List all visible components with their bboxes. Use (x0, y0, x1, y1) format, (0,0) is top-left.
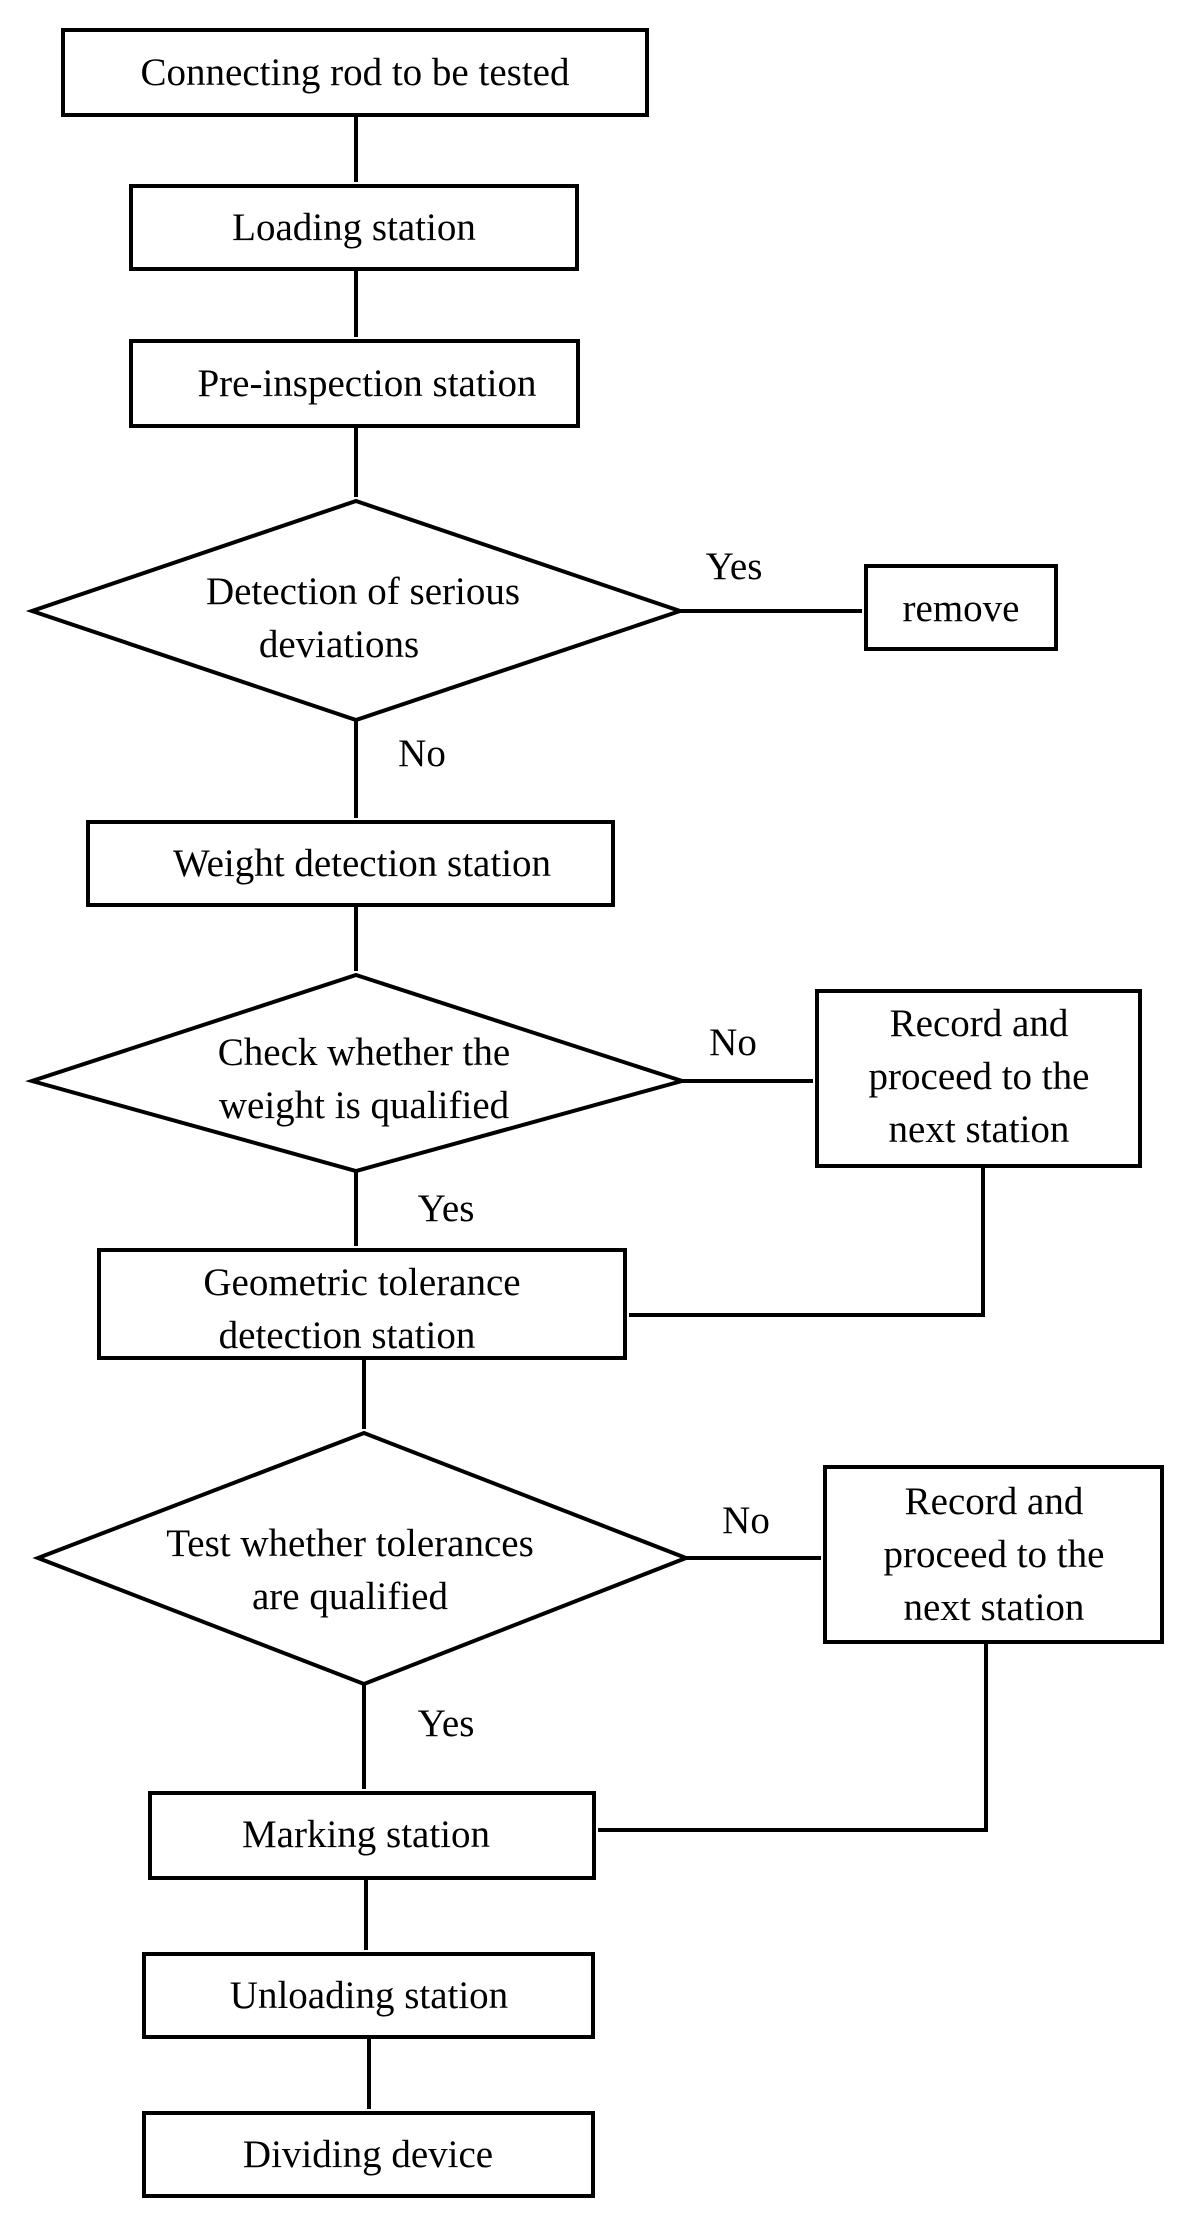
node-dividing-label: Dividing device (243, 2133, 493, 2176)
node-preinspection-label: Pre-inspection station (197, 362, 536, 405)
node-remove: remove (864, 564, 1058, 651)
node-record-1: Record and proceed to the next station (815, 989, 1142, 1168)
edge-label-d3-yes: Yes (418, 1702, 475, 1745)
decision-weight-qualified: Check whether the weight is qualified (25, 972, 689, 1174)
node-unloading: Unloading station (142, 1952, 595, 2039)
arrow-record1-to-geometric (629, 1166, 985, 1317)
decision-tolerances-qualified-line-1: Test whether tolerances (166, 1522, 534, 1565)
node-loading: Loading station (129, 184, 579, 271)
decision-serious-deviations-line-2: deviations (259, 623, 419, 666)
decision-tolerances-qualified-line-2: are qualified (252, 1575, 448, 1618)
node-start-label: Connecting rod to be tested (141, 51, 570, 94)
node-geometric-line-2: detection station (219, 1314, 476, 1357)
node-record-1-line-3: next station (889, 1108, 1070, 1151)
edge-label-d2-no: No (709, 1021, 757, 1064)
node-record-1-line-1: Record and (890, 1002, 1069, 1045)
edge-label-d2-yes: Yes (418, 1187, 475, 1230)
node-loading-label: Loading station (232, 206, 476, 249)
node-remove-label: remove (903, 587, 1020, 630)
arrow-record2-to-marking (598, 1642, 988, 1832)
node-geometric: Geometric tolerance detection station (97, 1248, 627, 1360)
node-unloading-label: Unloading station (230, 1974, 508, 2017)
edge-label-d3-no: No (722, 1499, 770, 1542)
node-marking-label: Marking station (242, 1813, 490, 1856)
decision-weight-qualified-line-1: Check whether the (218, 1031, 510, 1074)
decision-weight-qualified-line-2: weight is qualified (219, 1084, 510, 1127)
node-weight-label: Weight detection station (173, 842, 551, 885)
node-record-1-line-2: proceed to the (869, 1055, 1090, 1098)
decision-tolerances-qualified: Test whether tolerances are qualified (32, 1430, 692, 1687)
decision-serious-deviations: Detection of serious deviations (25, 498, 687, 723)
node-weight: Weight detection station (86, 820, 615, 907)
node-record-2-line-3: next station (904, 1586, 1085, 1629)
node-preinspection: Pre-inspection station (129, 339, 580, 428)
edge-label-d1-no: No (398, 732, 446, 775)
node-marking: Marking station (148, 1791, 596, 1880)
decision-serious-deviations-line-1: Detection of serious (206, 570, 520, 613)
node-record-2-line-1: Record and (905, 1480, 1084, 1523)
edge-label-d1-yes: Yes (706, 545, 763, 588)
node-record-2: Record and proceed to the next station (823, 1465, 1164, 1644)
node-start: Connecting rod to be tested (61, 28, 649, 117)
node-record-2-line-2: proceed to the (884, 1533, 1105, 1576)
node-geometric-line-1: Geometric tolerance (203, 1261, 520, 1304)
node-dividing: Dividing device (142, 2111, 595, 2198)
